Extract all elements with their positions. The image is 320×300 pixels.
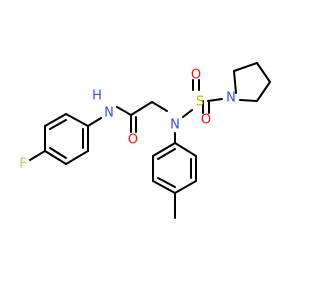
sulfonamide-nitrogen-label: N [170, 118, 180, 133]
sulfur-atom-label: S [196, 95, 204, 110]
aromatic-double-bond [157, 148, 176, 160]
carbonyl-ch2-bond [130, 101, 153, 116]
sulfonyl-oxygen-label: O [191, 68, 201, 83]
aromatic-double-bond [49, 119, 67, 130]
nh-carbonyl-bond [116, 106, 132, 116]
bond [174, 142, 197, 157]
bond [44, 150, 67, 165]
bond [152, 142, 176, 157]
bond [239, 99, 258, 102]
sulfonyl-oxygen-label: O [201, 113, 211, 128]
carbonyl-oxygen-label: O [128, 133, 138, 148]
s-n-bond [207, 98, 223, 102]
aromatic-double-bond [157, 177, 176, 188]
bond [233, 62, 258, 72]
amide-nitrogen-label: N [104, 106, 114, 121]
bond [65, 113, 89, 127]
pyrrolidine-nitrogen-label: N [226, 91, 236, 106]
tolyl-ring [152, 142, 197, 194]
bond [152, 180, 176, 194]
ch2-n-bond [151, 101, 168, 112]
aromatic-double-bond [49, 147, 67, 159]
fluorophenyl-ring [44, 113, 89, 165]
bond [44, 113, 67, 127]
bond [174, 180, 197, 194]
bond [256, 81, 271, 102]
molecule-drawing: F N H O N S O O N [19, 62, 271, 219]
pyrrolidine-ring [233, 62, 271, 102]
fluorine-atom-label: F [19, 157, 26, 172]
bond [233, 70, 237, 94]
amide-hydrogen-label: H [92, 89, 102, 104]
n-s-bond [182, 109, 193, 118]
bond [65, 150, 89, 165]
bond [256, 62, 271, 83]
c-f-bond [29, 150, 46, 161]
structure-diagram: F N H O N S O O N [19, 62, 271, 219]
ring-nh-bond [87, 117, 102, 127]
